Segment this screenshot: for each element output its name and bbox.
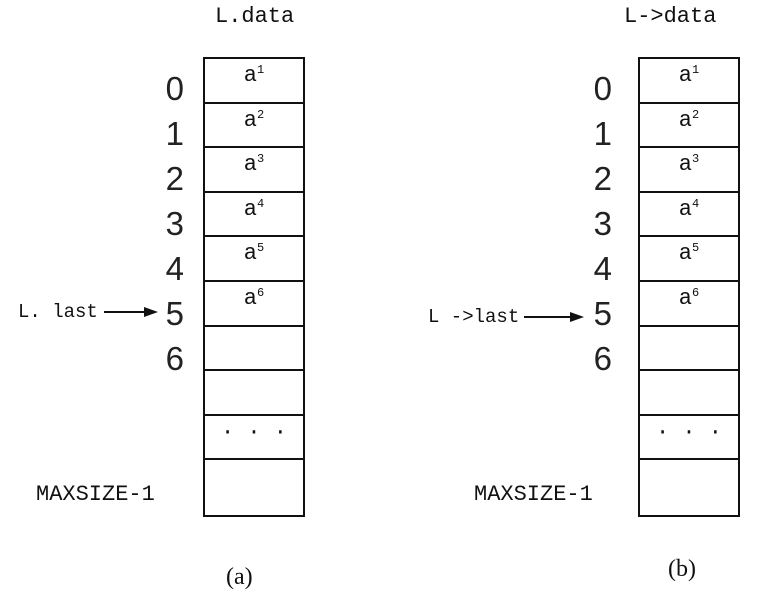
ellipsis: · · · xyxy=(220,419,287,445)
cell-subscript: 3 xyxy=(257,152,265,167)
cell-value: a xyxy=(678,63,692,88)
cell-subscript: 6 xyxy=(692,285,700,300)
last-pointer-arrow xyxy=(104,307,158,317)
panel-caption: (a) xyxy=(226,564,253,590)
panel-b: L->data 0 1 2 3 4 5 6 L ->last MAXSIZE-1… xyxy=(384,0,768,598)
index-label: 5 xyxy=(165,295,184,332)
panel-a: L.data 0 1 2 3 4 5 6 L. last MAXSIZE-1 a… xyxy=(18,4,305,590)
cell-subscript: 2 xyxy=(257,107,265,122)
cell-value: a xyxy=(243,63,257,88)
cell-subscript: 3 xyxy=(692,152,700,167)
index-label: 1 xyxy=(593,115,612,152)
cell-value: a xyxy=(243,107,257,133)
cell-subscript: 1 xyxy=(692,63,700,77)
array-cell xyxy=(205,371,303,416)
maxsize-label: MAXSIZE-1 xyxy=(474,482,593,507)
panel-caption: (b) xyxy=(668,556,696,582)
index-label: 1 xyxy=(165,115,184,152)
cell-value: a xyxy=(243,196,257,222)
cell-value: a xyxy=(243,152,257,178)
maxsize-label: MAXSIZE-1 xyxy=(36,482,155,507)
index-label: 0 xyxy=(165,70,184,107)
array-cell xyxy=(205,460,303,505)
panel-title: L->data xyxy=(624,4,717,29)
index-label: 4 xyxy=(593,250,612,287)
array-cell xyxy=(640,327,738,372)
index-label: 5 xyxy=(593,295,612,332)
cell-value: a xyxy=(678,285,692,311)
array-cell-ellipsis: · · · xyxy=(640,416,738,461)
array-cell xyxy=(640,460,738,505)
index-label: 0 xyxy=(593,70,612,107)
cell-value: a xyxy=(678,107,692,133)
cell-value: a xyxy=(678,196,692,222)
last-pointer-label: L. last xyxy=(18,301,98,323)
cell-subscript: 1 xyxy=(257,63,265,77)
index-label: 2 xyxy=(593,160,612,197)
cell-subscript: 5 xyxy=(692,241,700,256)
cell-value: a xyxy=(678,152,692,178)
index-label: 3 xyxy=(593,205,612,242)
cell-subscript: 4 xyxy=(692,196,700,211)
last-pointer-arrow xyxy=(524,312,584,322)
cell-value: a xyxy=(243,241,257,267)
index-label: 6 xyxy=(593,340,612,377)
index-label: 2 xyxy=(165,160,184,197)
cell-subscript: 4 xyxy=(257,196,265,211)
ellipsis: · · · xyxy=(655,419,722,445)
index-label: 3 xyxy=(165,205,184,242)
array-cell-ellipsis: · · · xyxy=(205,416,303,461)
panel-title: L.data xyxy=(215,4,295,29)
index-label: 6 xyxy=(165,340,184,377)
last-pointer-label: L ->last xyxy=(428,306,520,328)
array-cell xyxy=(205,327,303,372)
cell-subscript: 5 xyxy=(257,241,265,256)
array-cell xyxy=(640,371,738,416)
index-label: 4 xyxy=(165,250,184,287)
cell-value: a xyxy=(243,285,257,311)
cell-subscript: 6 xyxy=(257,285,265,300)
cell-value: a xyxy=(678,241,692,267)
cell-subscript: 2 xyxy=(692,107,700,122)
